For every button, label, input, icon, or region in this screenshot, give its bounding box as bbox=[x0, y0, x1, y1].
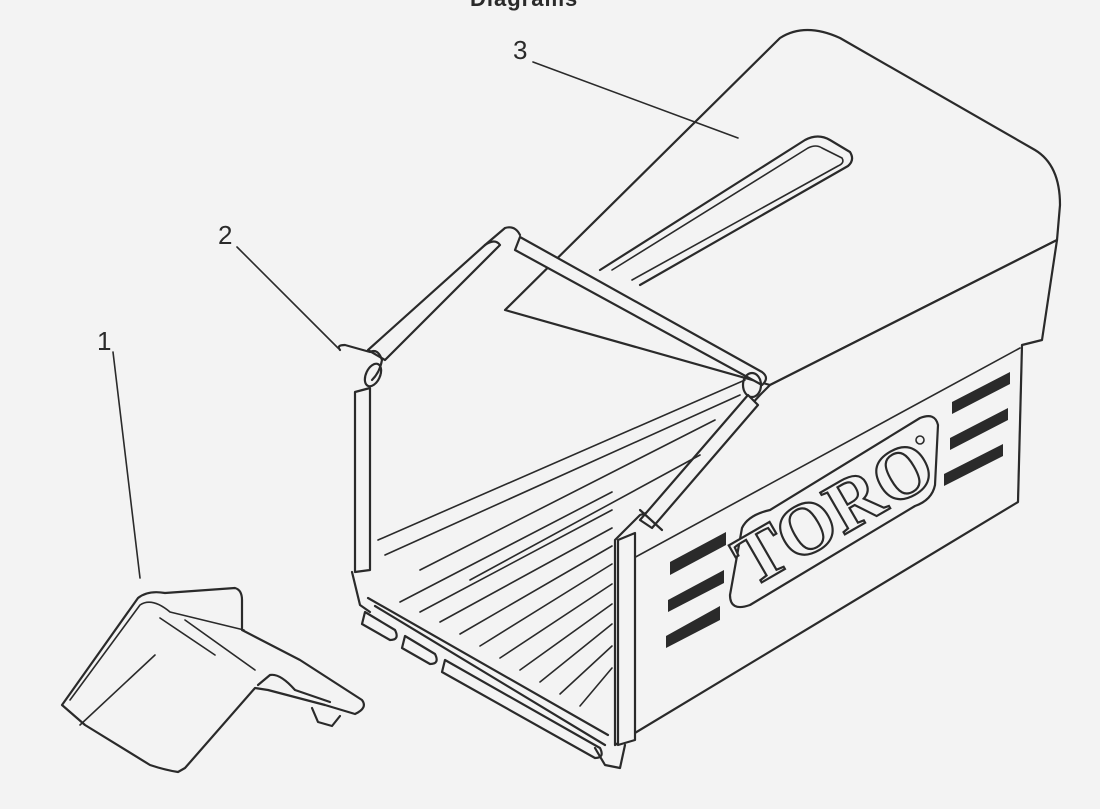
leader-line-2 bbox=[236, 246, 339, 349]
trademark-mark bbox=[915, 435, 925, 445]
deflector-part-1 bbox=[60, 586, 365, 774]
callout-1: 1 bbox=[97, 326, 112, 356]
floor-grid bbox=[366, 491, 613, 747]
bag-part-3: TORO bbox=[503, 28, 1062, 747]
leader-line-1 bbox=[112, 351, 141, 579]
diagram-title: Diagrams bbox=[470, 0, 578, 12]
leader-line-3 bbox=[532, 61, 739, 139]
callout-3: 3 bbox=[513, 35, 528, 65]
frame-part-2 bbox=[337, 226, 768, 770]
callout-2: 2 bbox=[218, 220, 233, 250]
callout-leaders bbox=[112, 61, 739, 579]
